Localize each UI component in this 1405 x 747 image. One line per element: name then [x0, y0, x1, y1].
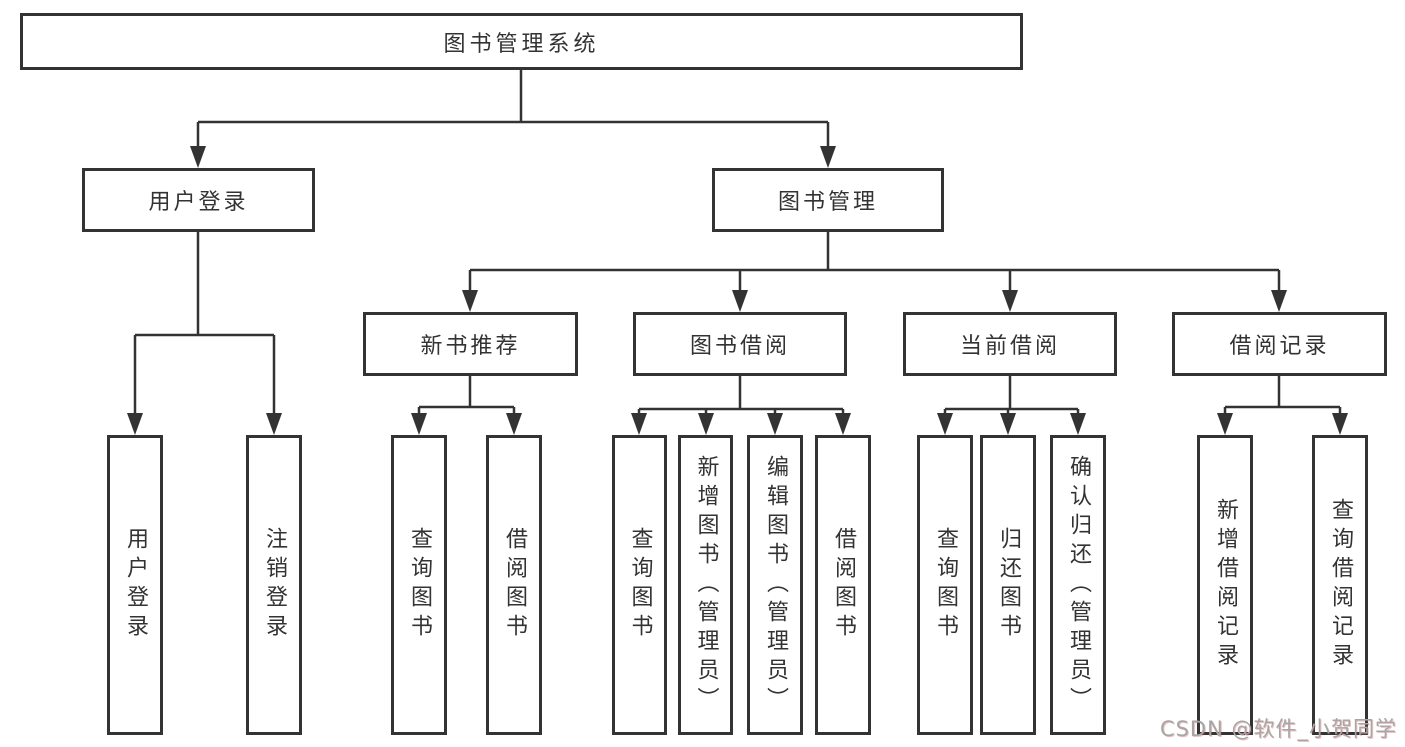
node-recommend-query-book: 查询图书: [391, 435, 447, 735]
node-library-management-system: 图书管理系统: [20, 13, 1023, 70]
node-label: 图书管理: [777, 190, 878, 215]
node-leaf-user-login: 用户登录: [107, 435, 163, 735]
node-label: 图书管理系统: [443, 31, 600, 57]
node-recommend-borrow-book: 借阅图书: [486, 435, 542, 735]
node-label: 借阅图书: [831, 527, 856, 643]
node-records-query-borrow-record: 查询借阅记录: [1312, 435, 1368, 735]
csdn-watermark: CSDN @软件_小贺同学: [1159, 717, 1397, 741]
node-label: 查询图书: [933, 527, 958, 643]
node-borrowing-query-book: 查询图书: [612, 435, 667, 735]
node-current-query-book: 查询图书: [917, 435, 973, 735]
node-label: 用户登录: [123, 527, 148, 643]
node-label: 图书借阅: [689, 334, 790, 359]
node-book-management: 图书管理: [712, 168, 944, 232]
node-label: 新增借阅记录: [1213, 498, 1238, 672]
node-label: 查询图书: [627, 527, 653, 643]
node-user-login: 用户登录: [82, 168, 315, 232]
node-label: 注销登录: [262, 527, 287, 643]
node-current-confirm-return-admin: 确认归还（管理员）: [1050, 435, 1106, 735]
node-borrow-records: 借阅记录: [1172, 312, 1387, 376]
node-label: 借阅记录: [1229, 334, 1330, 359]
node-label: 查询图书: [407, 527, 432, 643]
node-label: 借阅图书: [502, 527, 527, 643]
node-label: 用户登录: [148, 190, 249, 215]
node-label: 新书推荐: [420, 334, 521, 359]
node-leaf-logout: 注销登录: [246, 435, 302, 735]
node-label: 确认归还（管理员）: [1066, 454, 1091, 716]
node-borrowing-add-book-admin: 新增图书（管理员）: [678, 435, 733, 735]
node-label: 查询借阅记录: [1328, 498, 1353, 672]
arrowheads: [127, 146, 1348, 435]
node-new-book-recommend: 新书推荐: [363, 312, 578, 376]
node-book-borrowing: 图书借阅: [633, 312, 847, 376]
node-label: 归还图书: [996, 527, 1021, 643]
node-records-add-borrow-record: 新增借阅记录: [1197, 435, 1253, 735]
node-label: 当前借阅: [959, 334, 1060, 359]
node-label: 编辑图书（管理员）: [763, 454, 788, 716]
node-current-return-book: 归还图书: [980, 435, 1036, 735]
node-current-borrowing: 当前借阅: [903, 312, 1117, 376]
node-label: 新增图书（管理员）: [693, 454, 719, 716]
node-borrowing-edit-book-admin: 编辑图书（管理员）: [747, 435, 803, 735]
node-borrowing-borrow-book: 借阅图书: [815, 435, 871, 735]
